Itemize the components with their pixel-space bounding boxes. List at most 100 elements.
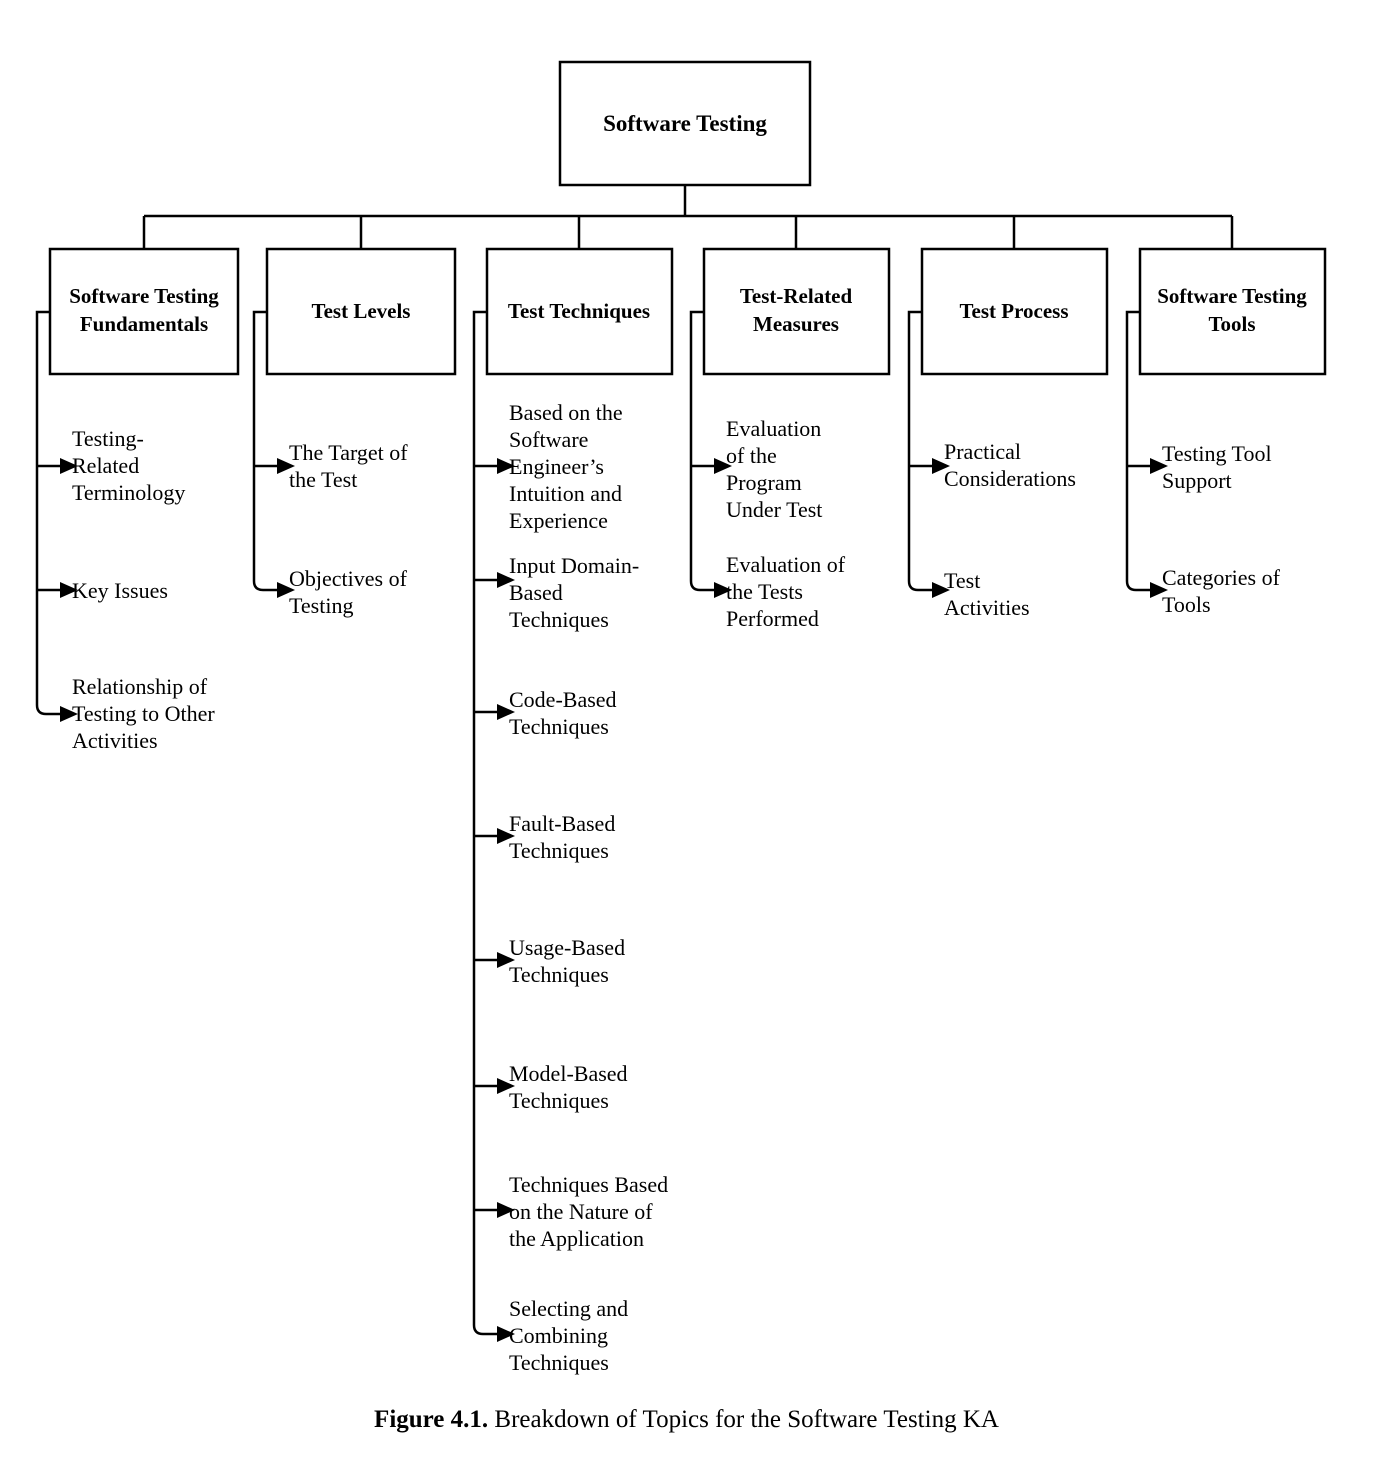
leaf-label-line: Techniques: [509, 962, 609, 987]
root-node-label: Software Testing: [603, 111, 767, 136]
column-test-techniques: Test Techniques Based on the Software En…: [472, 247, 674, 1375]
leaf-label-line: Activities: [72, 728, 158, 753]
node-box-test-process[interactable]: [920, 247, 1109, 376]
leaf-item[interactable]: Key Issues: [72, 578, 168, 603]
column-test-related-measures: Test-Related Measures Evaluation of the …: [689, 247, 891, 631]
leaf-label-line: Model-Based: [509, 1061, 628, 1086]
leaf-label-line: Testing: [289, 593, 353, 618]
arrow-icon: [714, 458, 732, 474]
leaf-item[interactable]: Input Domain- Based Techniques: [509, 553, 639, 632]
leaf-item[interactable]: Evaluation of the Tests Performed: [726, 552, 846, 631]
leaf-label-line: Software: [509, 427, 588, 452]
leaf-item[interactable]: Model-Based Techniques: [509, 1061, 628, 1113]
leaf-label-line: Tools: [1162, 592, 1211, 617]
leaf-item[interactable]: Selecting and Combining Techniques: [509, 1296, 628, 1375]
leaf-item[interactable]: Based on the Software Engineer’s Intuiti…: [509, 400, 623, 533]
leaf-label-line: Code-Based: [509, 687, 617, 712]
arrow-icon: [60, 458, 78, 474]
root-node-box: [558, 60, 812, 187]
branch-spine-4: [689, 310, 716, 592]
leaf-item[interactable]: Practical Considerations: [944, 439, 1076, 491]
node-box-test-techniques[interactable]: [485, 247, 674, 376]
node-label-line: Tools: [1208, 312, 1255, 336]
leaf-label-line: Considerations: [944, 466, 1076, 491]
arrow-icon: [60, 582, 78, 598]
branch-spine-5: [907, 310, 934, 592]
leaf-label-line: the Test: [289, 467, 357, 492]
leaf-label-line: Categories of: [1162, 565, 1281, 590]
leaf-item[interactable]: Objectives of Testing: [289, 566, 408, 618]
arrow-icon: [497, 1202, 515, 1218]
leaf-label-line: Under Test: [726, 497, 822, 522]
leaf-item[interactable]: Testing- Related Terminology: [72, 426, 185, 505]
leaf-label-line: Based: [509, 580, 563, 605]
leaf-item[interactable]: Techniques Based on the Nature of the Ap…: [509, 1172, 668, 1251]
leaf-label-line: Relationship of: [72, 674, 208, 699]
leaf-label-line: Techniques: [509, 607, 609, 632]
leaf-label-line: Techniques Based: [509, 1172, 668, 1197]
leaf-label-line: Related: [72, 453, 139, 478]
arrow-icon: [277, 582, 295, 598]
node-label-line: Test Techniques: [508, 299, 650, 323]
leaf-item[interactable]: Relationship of Testing to Other Activit…: [72, 674, 215, 753]
node-label-line: Test Process: [959, 299, 1068, 323]
leaf-item[interactable]: Test Activities: [944, 568, 1030, 620]
leaf-label-line: the Application: [509, 1226, 644, 1251]
leaf-item[interactable]: Evaluation of the Program Under Test: [726, 416, 822, 522]
leaf-label-line: of the: [726, 443, 777, 468]
node-box-test-levels[interactable]: [265, 247, 457, 376]
arrow-icon: [1150, 458, 1168, 474]
arrow-icon: [497, 828, 515, 844]
leaf-label-line: Test: [944, 568, 980, 593]
arrow-icon: [497, 952, 515, 968]
column-software-testing-fundamentals: Software Testing Fundamentals Testing- R…: [35, 247, 240, 753]
leaf-item[interactable]: The Target of the Test: [289, 440, 408, 492]
column-software-testing-tools: Software Testing Tools Testing Tool Supp…: [1125, 247, 1327, 617]
top-connector-bus: [142, 185, 1234, 249]
column-test-levels: Test Levels The Target of the Test Objec…: [252, 247, 457, 618]
node-label-line: Software Testing: [69, 284, 219, 308]
node-box-software-testing-fundamentals[interactable]: [48, 247, 240, 376]
leaf-label-line: Evaluation of: [726, 552, 846, 577]
leaf-label-line: Usage-Based: [509, 935, 625, 960]
leaf-label-line: Techniques: [509, 838, 609, 863]
branch-spine-6: [1125, 310, 1152, 592]
arrow-icon: [932, 458, 950, 474]
leaf-item[interactable]: Code-Based Techniques: [509, 687, 617, 739]
leaf-label-line: Experience: [509, 508, 608, 533]
arrow-icon: [60, 706, 78, 722]
leaf-label-line: Techniques: [509, 1350, 609, 1375]
leaf-label-line: Testing-: [72, 426, 144, 451]
node-label-line: Test Levels: [312, 299, 411, 323]
arrow-icon: [497, 704, 515, 720]
arrow-icon: [497, 1326, 515, 1342]
arrow-icon: [714, 582, 732, 598]
leaf-label-line: Testing Tool: [1162, 441, 1272, 466]
leaf-label-line: Objectives of: [289, 566, 408, 591]
node-box-software-testing-tools[interactable]: [1138, 247, 1327, 376]
leaf-label-line: Performed: [726, 606, 819, 631]
leaf-item[interactable]: Fault-Based Techniques: [509, 811, 615, 863]
leaf-item[interactable]: Testing Tool Support: [1162, 441, 1272, 493]
leaf-item[interactable]: Usage-Based Techniques: [509, 935, 625, 987]
node-label-line: Test-Related: [740, 284, 853, 308]
node-label-line: Measures: [753, 312, 839, 336]
figure-caption-number: Figure 4.1.: [374, 1406, 489, 1433]
leaf-label-line: Program: [726, 470, 802, 495]
node-box-test-related-measures[interactable]: [702, 247, 891, 376]
arrow-icon: [497, 572, 515, 588]
leaf-label-line: Combining: [509, 1323, 608, 1348]
leaf-label-line: Input Domain-: [509, 553, 639, 578]
leaf-label-line: Support: [1162, 468, 1232, 493]
root-node: Software Testing: [558, 60, 812, 187]
leaf-item[interactable]: Categories of Tools: [1162, 565, 1281, 617]
branch-spine-2: [252, 310, 279, 592]
column-test-process: Test Process Practical Considerations Te…: [907, 247, 1109, 620]
leaf-label-line: Based on the: [509, 400, 623, 425]
leaf-label-line: Terminology: [72, 480, 185, 505]
leaf-label-line: Evaluation: [726, 416, 821, 441]
node-label-line: Fundamentals: [80, 312, 208, 336]
leaf-label-line: Key Issues: [72, 578, 168, 603]
